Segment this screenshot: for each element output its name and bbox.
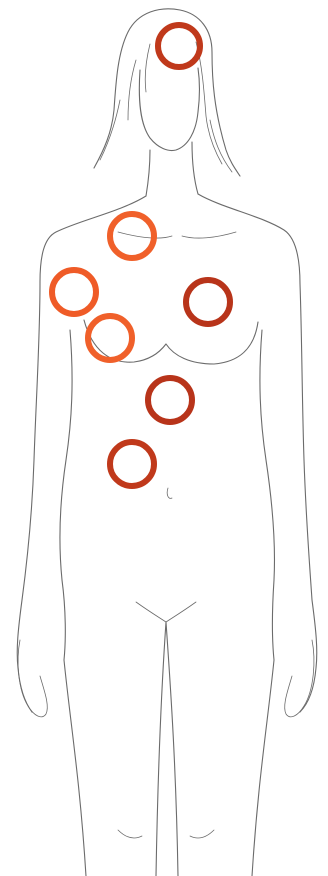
left-leg bbox=[64, 660, 86, 876]
right-shoulder-arm bbox=[198, 194, 317, 712]
marker-head bbox=[158, 25, 200, 67]
torso-left-side bbox=[60, 330, 72, 660]
face-outline bbox=[139, 68, 199, 151]
symptom-markers bbox=[52, 25, 230, 486]
knee-lines bbox=[118, 830, 214, 838]
navel bbox=[167, 488, 172, 498]
collarbone bbox=[118, 232, 236, 238]
marker-upper-abdomen bbox=[148, 378, 192, 422]
right-hand bbox=[285, 640, 314, 717]
marker-neck-shoulder bbox=[110, 214, 154, 258]
marker-breast-left bbox=[186, 280, 230, 324]
marker-breast-right bbox=[88, 316, 132, 360]
marker-armpit bbox=[52, 270, 96, 314]
inner-legs bbox=[156, 622, 178, 876]
right-leg bbox=[252, 660, 274, 876]
body-outline bbox=[17, 9, 317, 876]
left-hand bbox=[18, 640, 47, 717]
torso-right-side bbox=[260, 330, 275, 660]
hair-outline bbox=[94, 9, 240, 176]
pelvis-line bbox=[136, 602, 196, 622]
marker-mid-abdomen bbox=[110, 442, 154, 486]
